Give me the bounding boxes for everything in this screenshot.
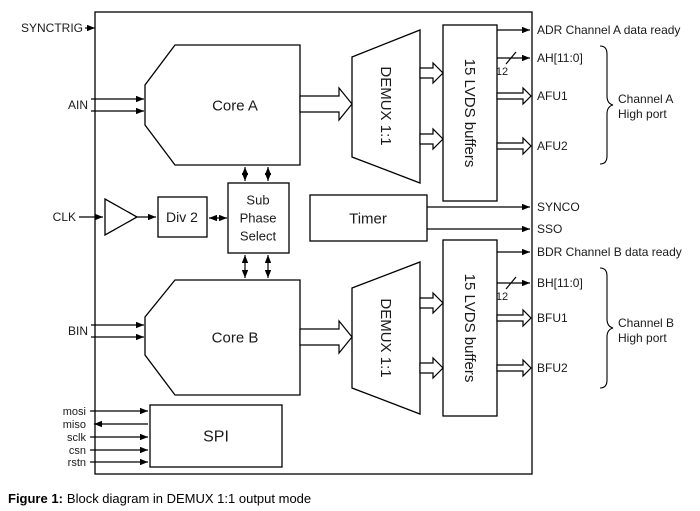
clk-label: CLK: [53, 210, 76, 224]
adr-label: ADR Channel A data ready: [537, 23, 680, 37]
figure-caption-label: Figure 1:: [8, 491, 63, 506]
demux-a-label: DEMUX 1:1: [377, 66, 394, 145]
demux-a-block: [351, 29, 421, 184]
div2-label: Div 2: [166, 209, 198, 225]
bfu2-label: BFU2: [537, 361, 568, 375]
afu2-arrow: [496, 136, 532, 156]
afu1-arrow: [496, 86, 532, 106]
channel-b-annotation-2: High port: [618, 331, 667, 345]
timer-block: [309, 194, 428, 242]
demux-b-label: DEMUX 1:1: [377, 298, 394, 377]
sub-phase-select-label-1: Sub: [246, 193, 269, 208]
afu2-label: AFU2: [537, 139, 568, 153]
rstn-label: rstn: [68, 457, 86, 469]
bus-width-a-label: 12: [496, 66, 508, 78]
channel-b-brace: [599, 267, 614, 389]
channel-b-annotation-1: Channel B: [618, 316, 674, 330]
spi-block: [149, 404, 283, 468]
sclk-label: sclk: [67, 432, 86, 444]
div2-block: [157, 196, 208, 238]
channel-a-brace: [599, 45, 614, 165]
clk-buffer-triangle: [104, 197, 139, 237]
timer-label: Timer: [349, 210, 387, 227]
ah-label: AH[11:0]: [537, 51, 583, 65]
core-b-label: Core B: [212, 329, 259, 346]
lvds-buffers-b-block: [442, 239, 498, 417]
channel-a-annotation-1: Channel A: [618, 92, 673, 106]
lvds-buffers-b-label: 15 LVDS buffers: [461, 274, 478, 383]
demux-b-block: [351, 261, 421, 415]
block-diagram-figure: Core A Core B DEMUX 1:1 DEMUX 1:1 15 LVD…: [21, 11, 682, 475]
bin-label: BIN: [68, 324, 88, 338]
miso-label: miso: [63, 419, 86, 431]
core-b-output-arrow: [299, 319, 353, 355]
bus-width-b-label: 12: [496, 291, 508, 303]
ain-label: AIN: [68, 98, 88, 112]
sub-phase-select-block: [227, 182, 290, 254]
figure-caption-text: Block diagram in DEMUX 1:1 output mode: [66, 491, 312, 506]
core-a-block: [144, 44, 301, 166]
bus-width-slash-b: [505, 276, 517, 290]
demux-b-output-arrow-2: [419, 356, 444, 380]
figure-caption: Figure 1:Block diagram in DEMUX 1:1 outp…: [0, 487, 700, 506]
mosi-label: mosi: [63, 406, 86, 418]
csn-label: csn: [69, 445, 86, 457]
demux-a-output-arrow-1: [419, 61, 444, 85]
bfu1-label: BFU1: [537, 311, 568, 325]
core-a-output-arrow: [299, 86, 353, 122]
synctrig-label: SYNCTRIG: [21, 21, 83, 35]
bh-label: BH[11:0]: [537, 276, 583, 290]
core-b-block: [144, 279, 301, 396]
core-a-label: Core A: [212, 97, 258, 114]
lvds-buffers-a-label: 15 LVDS buffers: [461, 59, 478, 168]
bfu1-arrow: [496, 308, 532, 328]
afu1-label: AFU1: [537, 89, 568, 103]
synco-label: SYNCO: [537, 200, 580, 214]
bus-width-slash-a: [505, 51, 517, 65]
channel-a-annotation-2: High port: [618, 107, 667, 121]
demux-b-output-arrow-1: [419, 291, 444, 315]
demux-a-output-arrow-2: [419, 127, 444, 151]
bfu2-arrow: [496, 358, 532, 378]
sso-label: SSO: [537, 222, 562, 236]
bdr-label: BDR Channel B data ready: [537, 245, 682, 259]
sub-phase-select-label-3: Select: [240, 229, 277, 244]
sub-phase-select-label-2: Phase: [240, 211, 277, 226]
spi-label: SPI: [203, 429, 229, 446]
lvds-buffers-a-block: [442, 24, 498, 202]
